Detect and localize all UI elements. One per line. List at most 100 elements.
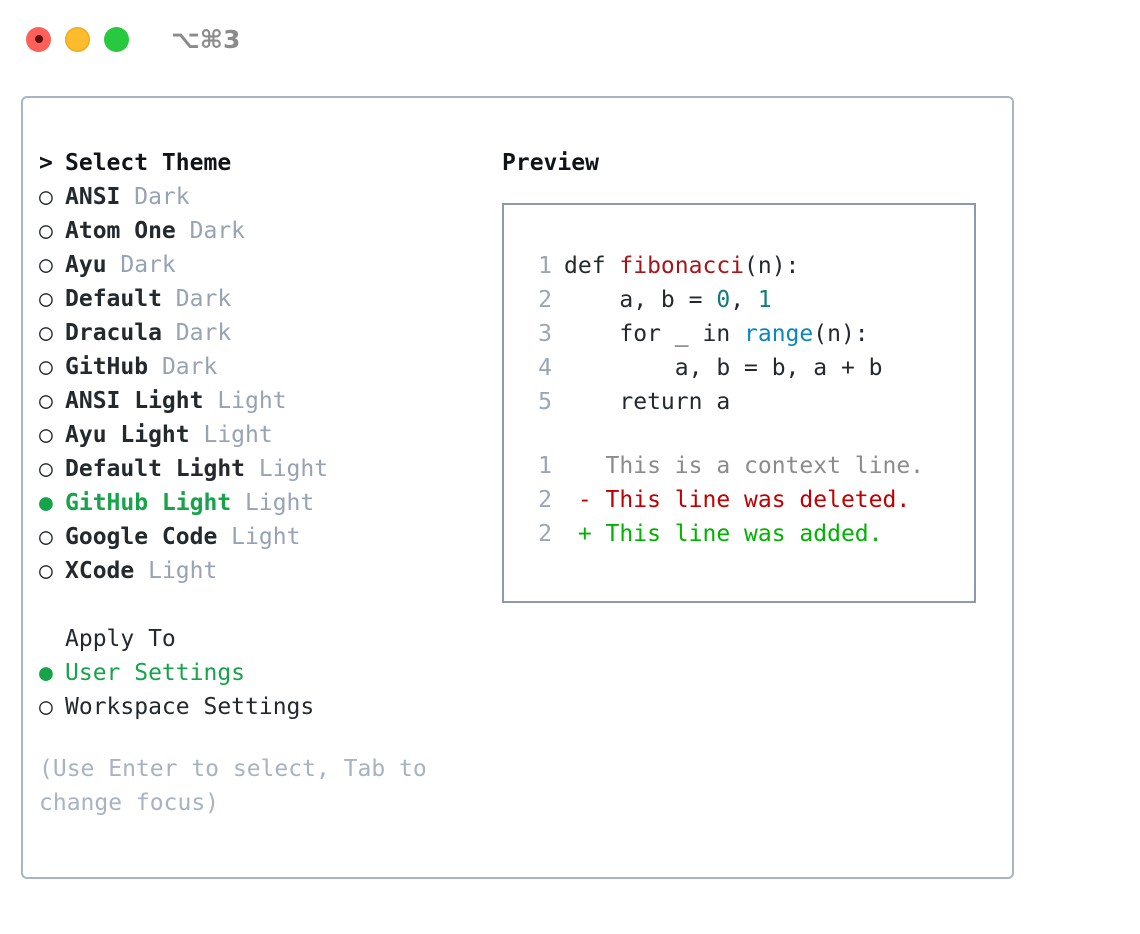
code-token-plain: return a [564, 389, 731, 415]
theme-list-item[interactable]: ○ ANSI Light Light [39, 384, 499, 418]
code-line: 3 for _ in range(n): [524, 317, 974, 351]
diff-sample: 1 This is a context line.2 - This line w… [524, 449, 974, 551]
theme-list-item[interactable]: ○ Default Light Light [39, 452, 499, 486]
theme-list-item[interactable]: ○ Ayu Dark [39, 248, 499, 282]
theme-name: Ayu Light [65, 422, 190, 448]
keyboard-hint: (Use Enter to select, Tab to change focu… [39, 756, 427, 816]
theme-name: GitHub Light [65, 490, 232, 516]
code-token-plain: for _ in [564, 321, 745, 347]
zoom-button[interactable] [104, 26, 129, 52]
diff-line-number: 1 [538, 453, 552, 479]
list-spacer [39, 588, 499, 622]
theme-list-item[interactable]: ●GitHub Light Light [39, 486, 499, 520]
theme-list-item[interactable]: ○ Atom One Dark [39, 214, 499, 248]
theme-variant-label: Light [203, 388, 287, 414]
radio-unselected-icon: ○ [39, 286, 53, 312]
code-token-plain: def [564, 253, 620, 279]
theme-list-item[interactable]: ○ANSI Dark [39, 180, 499, 214]
code-token-num: 1 [757, 287, 772, 313]
diff-line: 1 This is a context line. [524, 449, 974, 483]
theme-variant-label: Dark [161, 320, 232, 346]
theme-list-item[interactable]: ○ XCode Light [39, 554, 499, 588]
theme-list-item[interactable]: ○ Dracula Dark [39, 316, 499, 350]
apply-to-option-label: User Settings [65, 660, 246, 686]
theme-name: GitHub [65, 354, 149, 380]
radio-unselected-icon: ○ [39, 422, 53, 448]
code-token-num: 0 [716, 287, 731, 313]
keyboard-shortcut-label: ⌥⌘3 [171, 24, 241, 54]
minimize-button[interactable] [65, 26, 90, 52]
code-token-plain: (n): [813, 321, 869, 347]
theme-name: Default Light [65, 456, 246, 482]
theme-variant-label: Light [231, 490, 315, 516]
diff-line: 2 + This line was added. [524, 517, 974, 551]
diff-line-text: - This line was deleted. [564, 487, 911, 513]
theme-variant-label: Dark [175, 218, 246, 244]
apply-to-list: ● User Settings ○Workspace Settings [39, 656, 499, 724]
diff-line-text: + This line was added. [564, 521, 883, 547]
code-line-number: 5 [538, 389, 552, 415]
apply-to-option[interactable]: ○Workspace Settings [39, 690, 499, 724]
radio-unselected-icon: ○ [39, 694, 53, 720]
theme-variant-label: Light [134, 558, 218, 584]
main-panel: > Select Theme ○ ANSI Dark ○ Atom One Dark ○ A… [21, 96, 1014, 879]
theme-variant-label: Dark [148, 354, 218, 380]
radio-unselected-icon: ○ [39, 320, 53, 346]
theme-name: Dracula [65, 320, 162, 346]
code-token-plain: , [730, 287, 758, 313]
theme-variant-label: Light [245, 456, 329, 482]
theme-name: ANSI [65, 184, 121, 210]
traffic-light-group [26, 26, 129, 52]
code-line-number: 3 [538, 321, 552, 347]
code-line: 2 a, b = 0, 1 [524, 283, 974, 317]
code-token-builtin: range [744, 321, 814, 347]
code-token-plain: a, b = b, a + b [564, 355, 883, 381]
theme-name: ANSI Light [65, 388, 204, 414]
theme-variant-label: Dark [161, 286, 232, 312]
apply-to-option[interactable]: ● User Settings [39, 656, 499, 690]
diff-line-number: 2 [538, 487, 552, 513]
radio-unselected-icon: ○ [39, 558, 53, 584]
code-line-number: 2 [538, 287, 552, 313]
code-line-number: 4 [538, 355, 552, 381]
diff-line: 2 - This line was deleted. [524, 483, 974, 517]
theme-name: Atom One [65, 218, 176, 244]
radio-selected-icon: ● [39, 660, 53, 686]
header-caret-icon: > [39, 150, 53, 176]
diff-line-number: 2 [538, 521, 552, 547]
theme-variant-label: Light [217, 524, 301, 550]
code-line-number: 1 [538, 253, 552, 279]
close-button[interactable] [26, 26, 51, 52]
columns: > Select Theme ○ ANSI Dark ○ Atom One Dark ○ A… [23, 98, 1012, 877]
theme-list-item[interactable]: ○ GitHub Dark [39, 350, 499, 384]
code-line: 5 return a [524, 385, 974, 419]
theme-list-item[interactable]: ○Ayu Light Light [39, 418, 499, 452]
theme-list: ○ANSI Dark○Atom One Dark○Ayu Dark○Defaul… [39, 180, 499, 588]
code-token-plain: (n): [744, 253, 800, 279]
theme-name: Ayu [65, 252, 107, 278]
radio-unselected-icon: ○ [39, 184, 53, 210]
select-theme-header: > Select Theme [39, 146, 499, 180]
apply-to-header: Apply To [65, 626, 176, 652]
radio-unselected-icon: ○ [39, 218, 53, 244]
theme-selector-column: > Select Theme ○ ANSI Dark ○ Atom One Dark ○ A… [39, 146, 499, 820]
radio-unselected-icon: ○ [39, 524, 53, 550]
radio-unselected-icon: ○ [39, 252, 53, 278]
preview-heading: Preview [502, 150, 599, 176]
select-theme-header-label: Select Theme [65, 150, 232, 176]
theme-list-item[interactable]: ○Google Code Light [39, 520, 499, 554]
radio-unselected-icon: ○ [39, 388, 53, 414]
theme-variant-label: Dark [106, 252, 176, 278]
radio-unselected-icon: ○ [39, 456, 53, 482]
theme-list-item[interactable]: ○Default Dark [39, 282, 499, 316]
code-token-plain: a, b = [564, 287, 717, 313]
theme-name: XCode [65, 558, 135, 584]
title-bar: ⌥⌘3 [0, 0, 1140, 78]
code-line: 4 a, b = b, a + b [524, 351, 974, 385]
radio-unselected-icon: ○ [39, 354, 53, 380]
